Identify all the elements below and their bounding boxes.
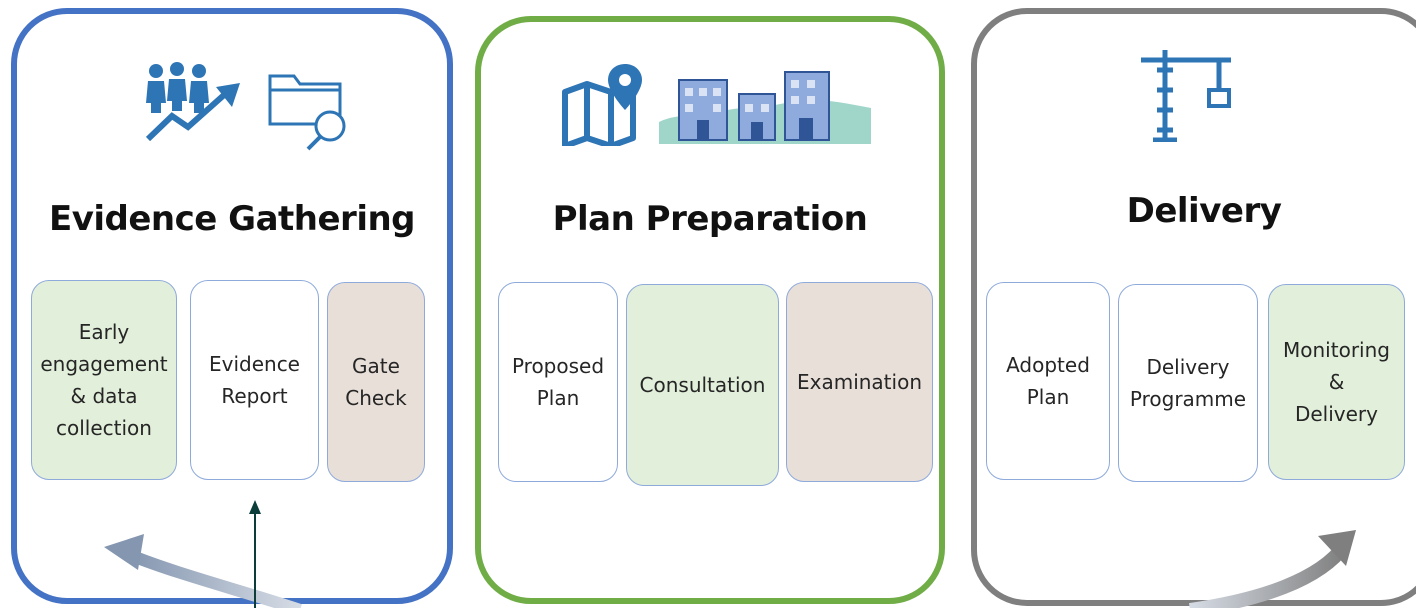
people-growth-icon: [145, 62, 240, 141]
stage-title: Plan Preparation: [552, 199, 868, 239]
step-label: Adopted Plan: [1006, 353, 1090, 409]
crane-icon: [1141, 50, 1231, 142]
folder-search-icon: [268, 74, 346, 151]
step-label: Gate Check: [345, 354, 407, 410]
step-monitoring-delivery: Monitoring & Delivery: [1268, 284, 1405, 480]
step-label: Monitoring & Delivery: [1283, 338, 1390, 426]
step-proposed-plan: Proposed Plan: [498, 282, 618, 482]
stage-plan-preparation: Plan Preparation Proposed Plan Consultat…: [475, 16, 945, 604]
step-label: Delivery Programme: [1129, 355, 1247, 411]
buildings-icon: [659, 71, 871, 144]
stage-title: Evidence Gathering: [48, 199, 416, 239]
stage-evidence-gathering: Evidence Gathering Early engagement & da…: [11, 8, 453, 604]
step-label: Consultation: [639, 373, 766, 397]
step-delivery-programme: Delivery Programme: [1118, 284, 1258, 482]
map-pin-icon: [562, 64, 642, 146]
step-examination: Examination: [786, 282, 933, 482]
step-adopted-plan: Adopted Plan: [986, 282, 1110, 480]
step-label: Proposed Plan: [511, 354, 605, 410]
stage-delivery: Delivery Adopted Plan Delivery Programme…: [971, 8, 1416, 606]
step-early-engagement: Early engagement & data collection: [31, 280, 177, 480]
step-consultation: Consultation: [626, 284, 779, 486]
step-label: Evidence Report: [208, 352, 300, 408]
step-gate-check: Gate Check: [327, 282, 425, 482]
step-label: Early engagement & data collection: [40, 320, 168, 440]
step-evidence-report: Evidence Report: [190, 280, 319, 480]
stage-title: Delivery: [1126, 191, 1282, 231]
step-label: Examination: [796, 370, 922, 394]
